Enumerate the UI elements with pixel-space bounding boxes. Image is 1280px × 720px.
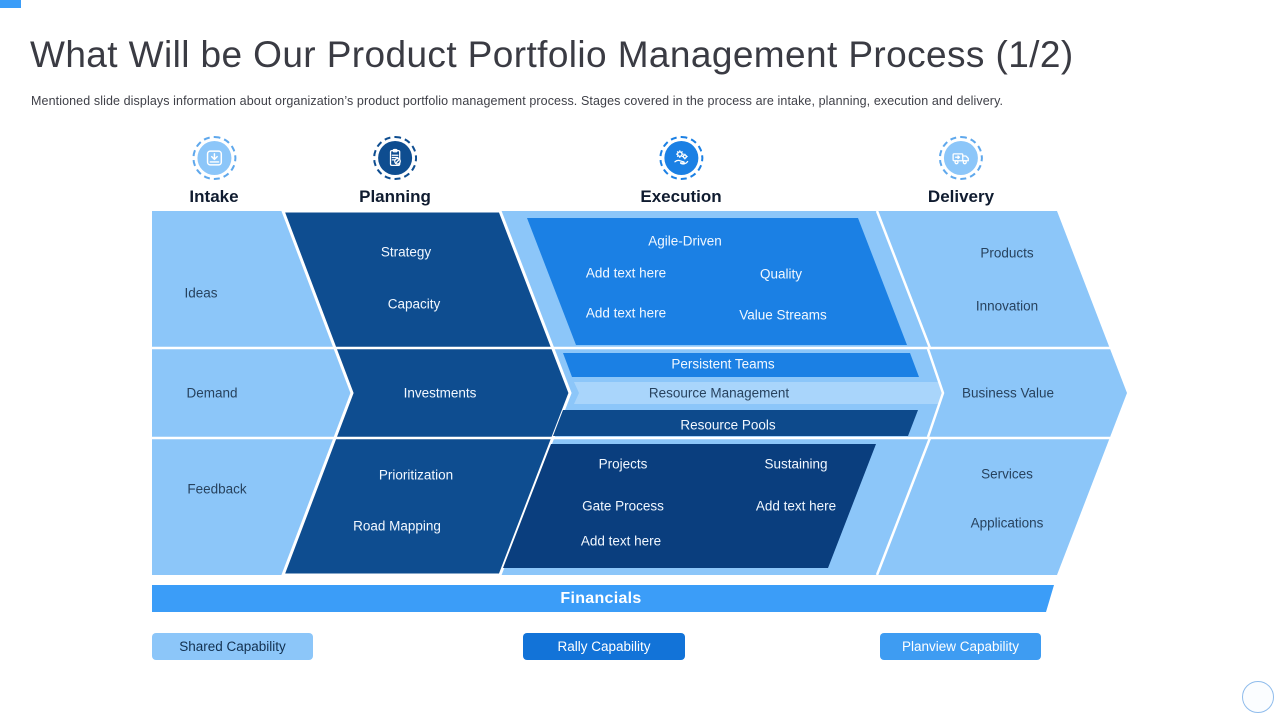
stage-label-planning: Planning	[359, 187, 431, 206]
resource-pools-bar	[553, 410, 918, 436]
gears-hand-icon	[664, 141, 698, 175]
label-quality: Quality	[759, 266, 803, 282]
planning-chevron-band	[280, 209, 572, 577]
label-gate-process: Gate Process	[582, 498, 664, 514]
stage-execution: Execution	[640, 136, 722, 207]
agile-driven-box	[527, 218, 907, 345]
planview-capability-button[interactable]: Planview Capability	[880, 633, 1041, 660]
decor-circle	[1242, 681, 1274, 713]
dashed-ring	[659, 136, 703, 180]
label-services: Services	[981, 466, 1033, 482]
label-value-streams: Value Streams	[739, 307, 827, 323]
rally-capability-button[interactable]: Rally Capability	[523, 633, 685, 660]
label-road-mapping: Road Mapping	[353, 518, 441, 534]
label-products: Products	[980, 245, 1034, 261]
label-applications: Applications	[970, 515, 1044, 531]
label-innovation: Innovation	[975, 298, 1039, 314]
truck-icon	[943, 141, 978, 175]
page-subtitle: Mentioned slide displays information abo…	[31, 94, 1004, 108]
stage-label-intake: Intake	[189, 187, 239, 206]
business-value-chevron-line	[926, 348, 945, 438]
download-tray-icon	[196, 141, 231, 175]
divider-execution-delivery-bottom	[875, 437, 932, 576]
financials-bar-shape	[152, 585, 1054, 612]
page-title: What Will be Our Product Portfolio Manag…	[30, 34, 1074, 75]
label-investments: Investments	[403, 385, 477, 401]
label-ideas: Ideas	[184, 285, 218, 301]
label-capacity: Capacity	[387, 296, 441, 312]
label-add-text-1: Add text here	[585, 265, 667, 281]
label-prioritization: Prioritization	[378, 467, 454, 483]
label-persistent-teams: Persistent Teams	[671, 356, 775, 372]
label-add-text-3: Add text here	[755, 498, 837, 514]
label-feedback: Feedback	[187, 481, 247, 497]
label-business-value: Business Value	[961, 385, 1055, 401]
stage-intake: Intake	[189, 136, 239, 207]
stage-planning: Planning	[359, 136, 431, 207]
label-projects: Projects	[598, 456, 648, 472]
stage-delivery: Delivery	[928, 136, 994, 207]
shared-capability-button[interactable]: Shared Capability	[152, 633, 313, 660]
clipboard-icon	[378, 141, 412, 175]
corner-accent-bar	[0, 0, 21, 8]
resource-management-bar	[574, 382, 942, 404]
label-add-text-4: Add text here	[580, 533, 662, 549]
dashed-ring	[373, 136, 417, 180]
execution-bottom-box	[503, 444, 876, 568]
stage-label-execution: Execution	[640, 187, 722, 206]
label-demand: Demand	[186, 385, 238, 401]
label-resource-pools: Resource Pools	[680, 417, 776, 433]
label-strategy: Strategy	[380, 244, 432, 260]
dashed-ring	[191, 136, 236, 180]
label-sustaining: Sustaining	[764, 456, 828, 472]
persistent-teams-bar	[563, 353, 919, 377]
dashed-ring	[938, 136, 983, 180]
financials-label: Financials	[560, 589, 642, 607]
stage-label-delivery: Delivery	[927, 187, 995, 206]
divider-execution-delivery-top	[875, 210, 932, 349]
label-add-text-2: Add text here	[585, 305, 667, 321]
label-agile-driven: Agile-Driven	[648, 233, 722, 249]
label-resource-management: Resource Management	[648, 385, 790, 401]
